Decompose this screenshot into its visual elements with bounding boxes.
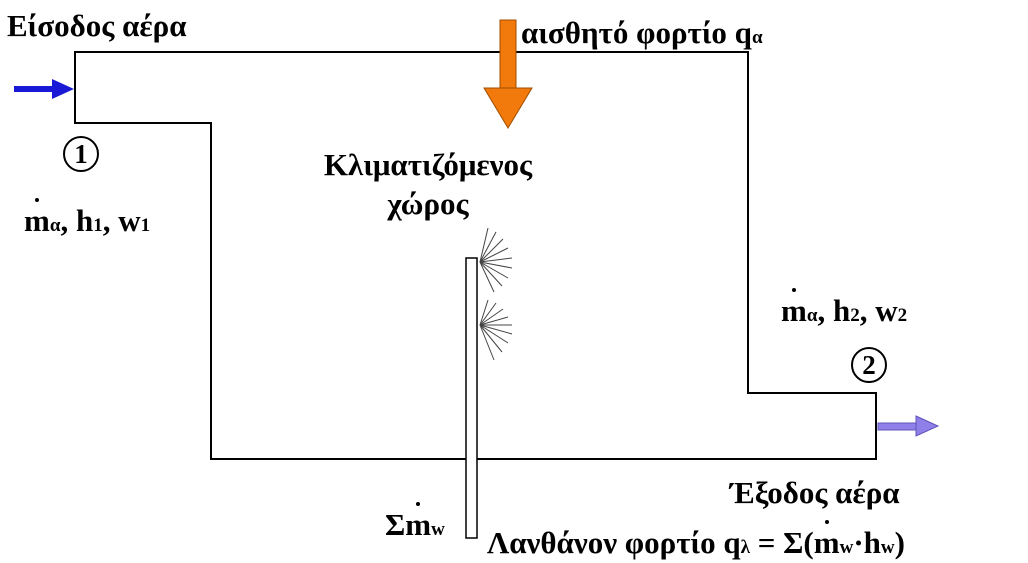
station-1-marker: 1 — [63, 136, 99, 172]
sum-symbol: Σ — [385, 507, 406, 542]
latent-enthalpy-subscript: w — [880, 537, 895, 558]
sensible-load-label: αισθητό φορτίο qα — [521, 17, 763, 48]
station-2-marker: 2 — [851, 347, 887, 383]
inlet-label: Είσοδος αέρα — [7, 8, 187, 43]
latent-mass-flow-symbol: m — [813, 520, 840, 560]
enthalpy-subscript: 1 — [93, 215, 103, 236]
latent-load-equals: = Σ( — [749, 525, 814, 560]
enthalpy-symbol: , h — [817, 293, 851, 328]
latent-load-text: Λανθάνον φορτίο q — [487, 525, 741, 560]
sensible-load-subscript: α — [751, 27, 763, 48]
latent-load-subscript: λ — [740, 537, 750, 558]
latent-close-paren: ) — [894, 525, 905, 560]
spray-lower — [479, 299, 513, 361]
water-pipe — [465, 257, 478, 539]
water-flow-label: Σmw — [385, 502, 445, 542]
inlet-arrow — [14, 79, 74, 99]
sensible-load-text: αισθητό φορτίο q — [521, 15, 752, 50]
water-mass-flow-symbol: m — [405, 502, 432, 542]
latent-mass-flow-subscript: w — [839, 537, 854, 558]
spray-upper — [479, 227, 513, 293]
mass-flow-subscript: α — [806, 305, 818, 326]
enthalpy-subscript: 2 — [850, 305, 860, 326]
humidity-symbol: , w — [102, 203, 141, 238]
humidity-subscript: 2 — [897, 305, 908, 326]
station-1-number: 1 — [74, 138, 88, 169]
latent-times-h: ·h — [853, 525, 881, 560]
mass-flow-symbol: m — [24, 198, 50, 238]
room-label-line1: Κλιματιζόμενος — [323, 147, 533, 182]
water-mass-flow-subscript: w — [431, 519, 445, 540]
latent-load-label: Λανθάνον φορτίο qλ = Σ(mw·hw) — [487, 520, 905, 560]
sensible-load-arrow — [483, 19, 533, 129]
room-outline — [74, 51, 877, 460]
room-label-line2: χώρος — [387, 185, 469, 221]
outlet-label: Έξοδος αέρα — [730, 475, 900, 510]
outlet-arrow — [877, 415, 940, 437]
enthalpy-symbol: , h — [60, 203, 94, 238]
mass-flow-subscript: α — [49, 215, 61, 236]
station-2-number: 2 — [862, 349, 876, 380]
humidity-subscript: 1 — [140, 215, 151, 236]
room-label: Κλιματιζόμενος χώρος — [288, 146, 568, 224]
state-2-properties: mα, h2, w2 — [781, 288, 908, 328]
humidity-symbol: , w — [859, 293, 898, 328]
state-1-properties: mα, h1, w1 — [24, 198, 151, 238]
mass-flow-symbol: m — [781, 288, 807, 328]
